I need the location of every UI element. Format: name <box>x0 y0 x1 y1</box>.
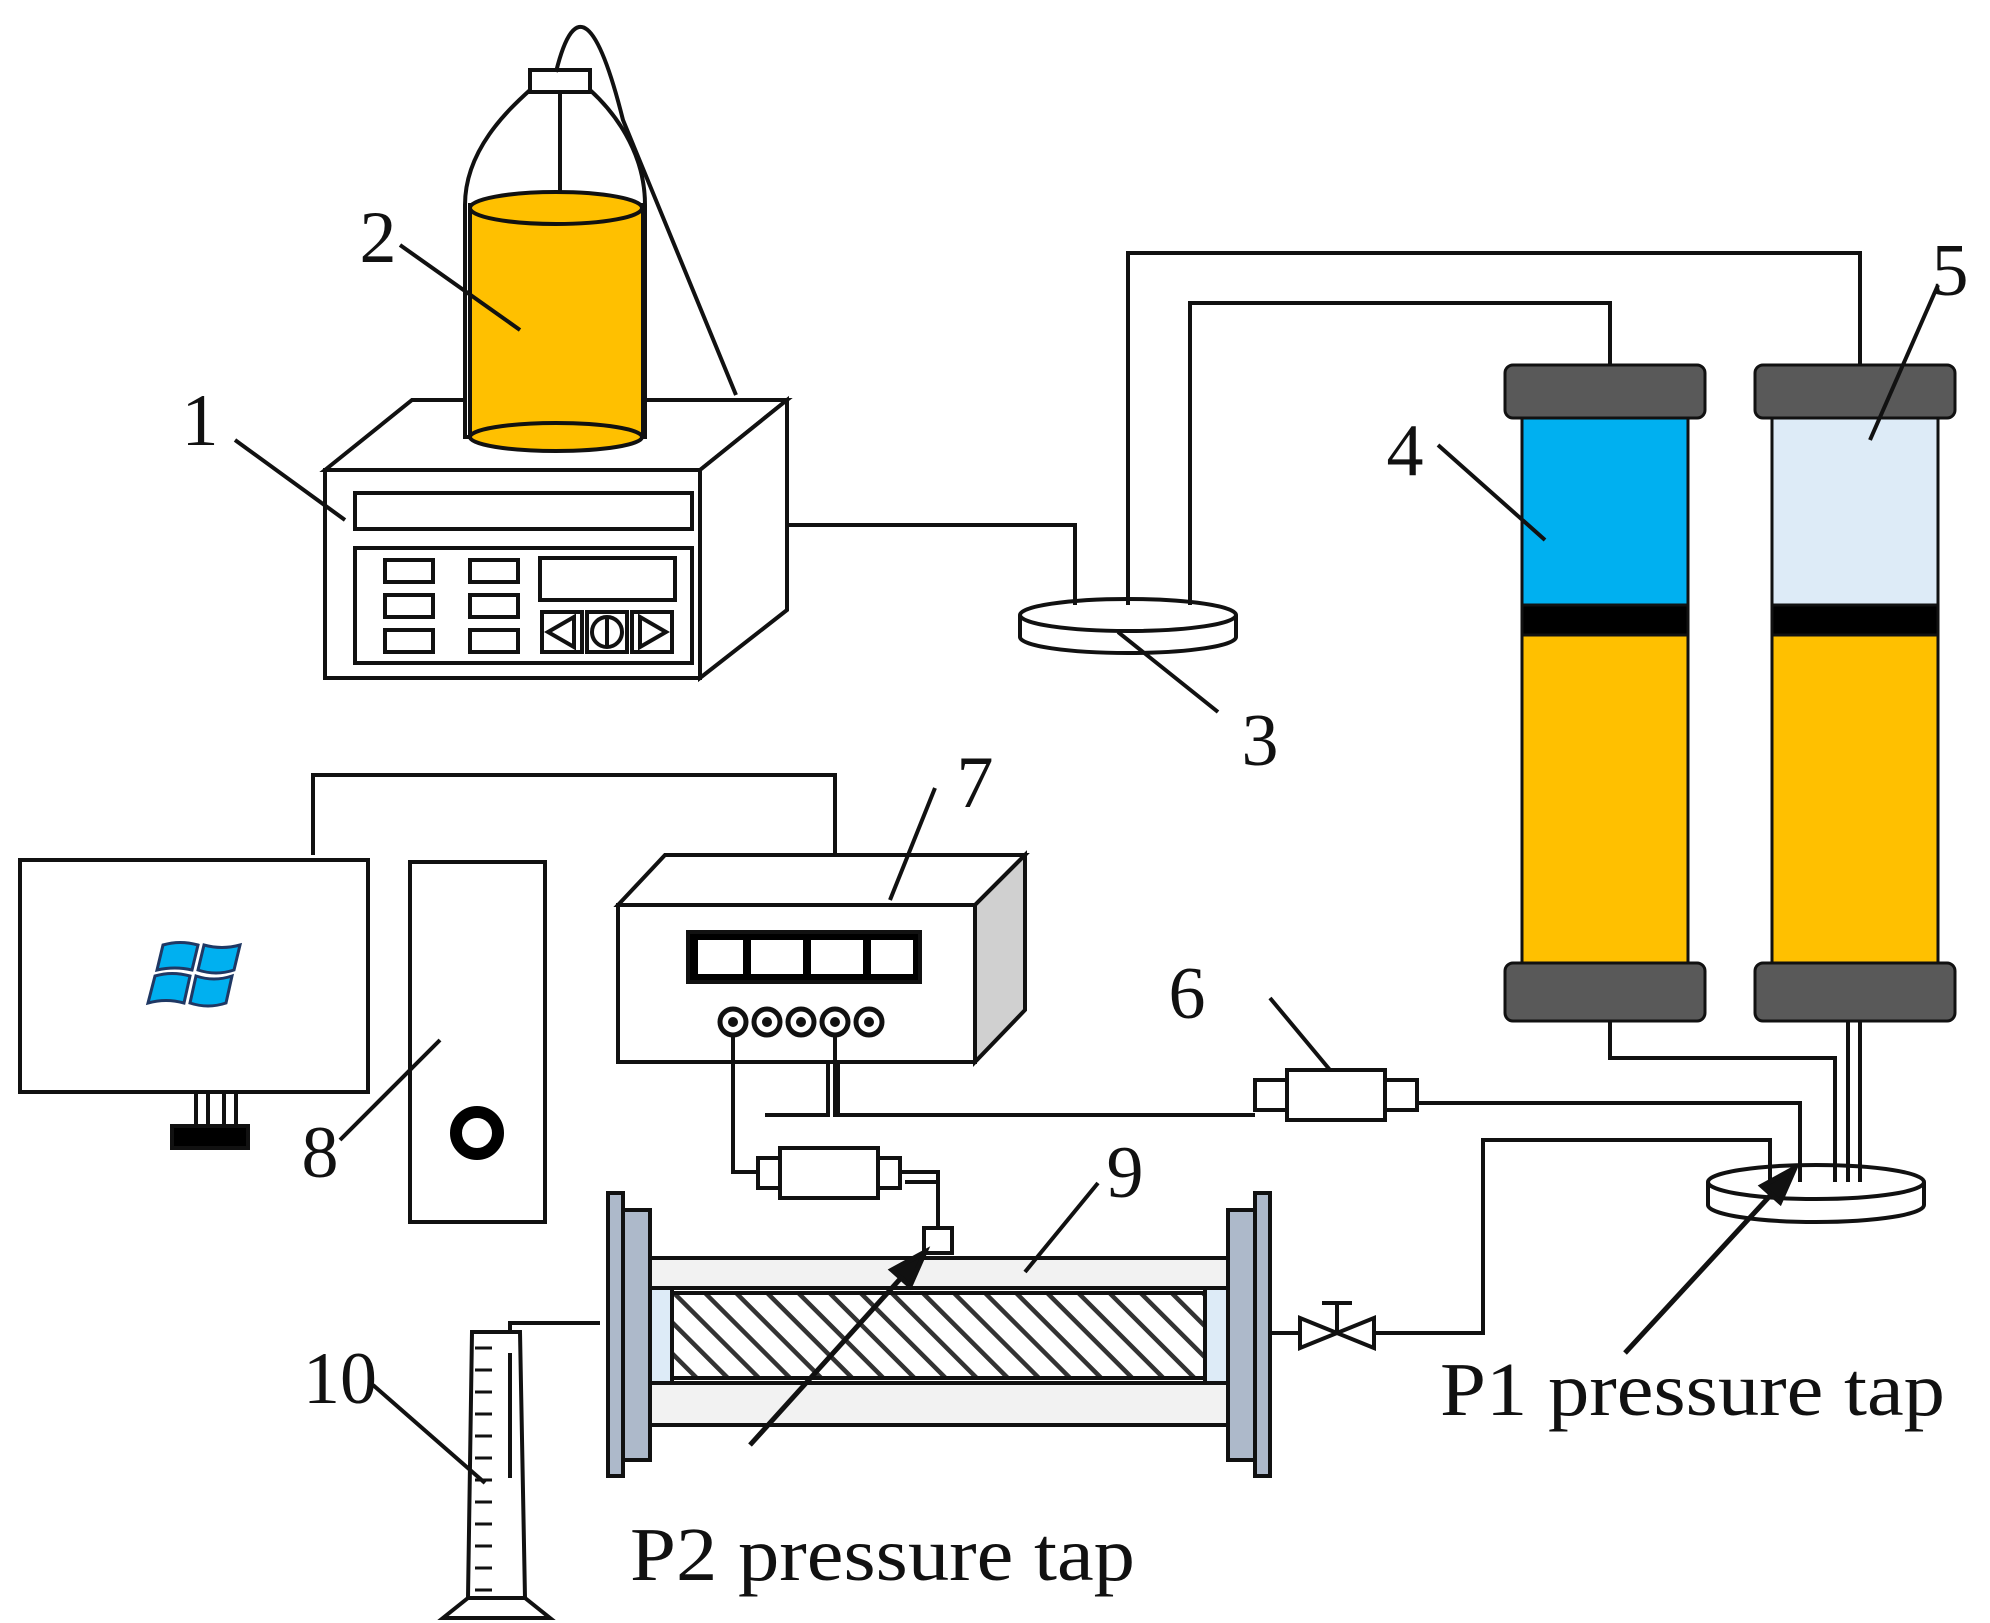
core-holder-end-right <box>1203 1286 1230 1385</box>
left-flange <box>621 1208 652 1462</box>
bottle-oil <box>468 203 645 439</box>
graduated-cylinder <box>437 1330 556 1620</box>
pipes-upper <box>787 251 1862 605</box>
label-3: 3 <box>1242 700 1279 782</box>
container-4-top-cap <box>1503 363 1707 420</box>
manifold-top <box>1018 597 1238 655</box>
label-7: 7 <box>957 742 994 824</box>
container-5-bottom-cap <box>1753 961 1957 1023</box>
label-1: 1 <box>182 380 219 462</box>
data-acquisition-unit <box>613 850 1030 1067</box>
valve <box>1298 1301 1376 1351</box>
container-4-bottom-cap <box>1503 961 1707 1023</box>
computer-tower <box>408 860 547 1224</box>
container-5-oil <box>1770 633 1940 965</box>
label-6: 6 <box>1169 953 1206 1035</box>
container-5-piston <box>1770 603 1940 637</box>
right-flange <box>1226 1208 1257 1462</box>
pointer-arrows <box>748 1162 1801 1447</box>
core-holder-lower-tube <box>648 1381 1230 1427</box>
manifold-bottom <box>1706 1140 1926 1224</box>
core-holder <box>606 1191 1272 1478</box>
daq-wires <box>731 1035 1255 1174</box>
computer <box>18 858 547 1224</box>
pressure-transducer-p2 <box>756 1146 954 1255</box>
label-p2-pressure-tap: P2 pressure tap <box>630 1513 1135 1597</box>
core-holder-upper-tube <box>648 1256 1230 1290</box>
label-2: 2 <box>360 197 397 279</box>
container-5-top-cap <box>1753 363 1957 420</box>
pressure-transducer-6 <box>1253 1068 1419 1122</box>
leader-lines <box>233 243 1940 1485</box>
container-4-piston <box>1520 603 1690 637</box>
core-sample <box>670 1291 1207 1380</box>
pump <box>319 395 793 683</box>
label-9: 9 <box>1107 1132 1144 1214</box>
label-5: 5 <box>1932 230 1969 312</box>
pump-display-bar <box>353 491 694 531</box>
windows-logo-icon <box>145 941 243 1008</box>
monitor-base <box>170 1124 250 1150</box>
container-4-oil <box>1520 633 1690 965</box>
monitor <box>18 858 370 1094</box>
container-4 <box>1503 363 1707 1023</box>
right-flange-lip <box>1253 1191 1272 1478</box>
container-4-water <box>1520 416 1690 607</box>
pump-screen <box>538 556 677 602</box>
label-10: 10 <box>303 1338 377 1420</box>
container-5 <box>1753 363 1957 1023</box>
label-p1-pressure-tap: P1 pressure tap <box>1440 1348 1945 1432</box>
label-8: 8 <box>302 1112 339 1194</box>
label-4: 4 <box>1387 410 1424 492</box>
core-holder-end-left <box>648 1286 674 1385</box>
oil-bottle <box>463 24 738 453</box>
left-flange-lip <box>606 1191 625 1478</box>
container-5-water <box>1770 416 1940 607</box>
bottle-cap <box>528 68 592 94</box>
labels: 1 2 3 4 5 6 7 8 9 10 P1 pressure tap P2 … <box>182 197 1969 1597</box>
